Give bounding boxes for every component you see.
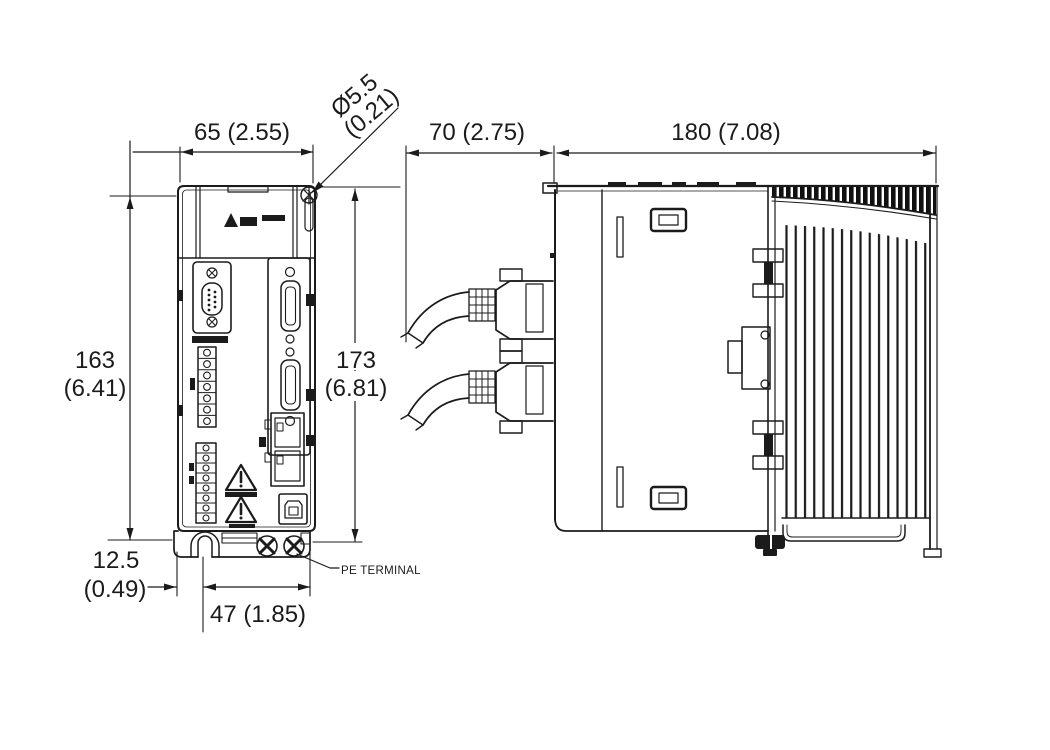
model-text-mark — [262, 215, 285, 221]
usb-port — [278, 493, 308, 525]
front-face-mark — [550, 253, 556, 258]
side-slot-upper — [649, 207, 688, 233]
dim-height-body-line1: 163 — [75, 347, 115, 374]
dim-offset-line2: (0.49) — [84, 576, 147, 603]
panel-screw — [285, 334, 295, 344]
grille-lower-curve-2 — [771, 200, 937, 220]
dim-height-body-line2: (6.41) — [64, 375, 127, 402]
bottom-edge — [554, 517, 769, 532]
dim-depth-label: 180 (7.08) — [671, 119, 780, 146]
side-slot-vertical-upper — [616, 216, 624, 258]
pe-screw — [283, 535, 305, 557]
top-notch — [227, 185, 269, 193]
cn1-connector — [280, 280, 301, 332]
delta-logo-icon — [224, 213, 257, 227]
extension-lines — [107, 144, 937, 633]
dim-height-total-line1: 173 — [336, 347, 376, 374]
warning-triangle-icon — [224, 463, 258, 492]
bottom-bracket-inner — [786, 524, 902, 538]
front-top-lip — [542, 182, 558, 194]
side-view — [400, 182, 942, 558]
front-view — [173, 185, 318, 558]
dim-bottom-width-label: 47 (1.85) — [210, 601, 306, 628]
cable-end — [400, 332, 424, 349]
cable-outer — [407, 373, 470, 416]
pe-screw — [256, 535, 278, 557]
mounting-block-screw — [760, 379, 770, 389]
din-clip-upper — [752, 248, 784, 298]
hole-leader-line — [313, 107, 399, 192]
db9-pins — [207, 288, 217, 312]
pe-terminal-label: PE TERMINAL — [341, 565, 421, 577]
caution-bar — [225, 492, 257, 497]
label-strip — [192, 336, 228, 343]
dim-width-label: 65 (2.55) — [194, 119, 290, 146]
pe-leader-line — [296, 553, 340, 569]
cable-end — [400, 414, 424, 431]
dim-front-clearance-label: 70 (2.75) — [429, 119, 525, 146]
terminal-block-upper — [190, 346, 217, 428]
connector-hood — [495, 362, 554, 422]
warning-triangle-icon — [224, 495, 258, 524]
connector-face-plate — [525, 283, 544, 333]
din-clip-lower — [752, 420, 784, 470]
mounting-slot — [197, 535, 213, 558]
strain-relief — [468, 288, 496, 322]
connector-face-plate — [525, 365, 544, 415]
strain-relief — [468, 370, 496, 404]
cn2-connector — [280, 359, 301, 411]
cable-inner — [422, 397, 470, 426]
dim-offset-line1: 12.5 — [93, 547, 140, 574]
mounting-block-screw — [760, 330, 770, 340]
side-tab — [306, 435, 314, 446]
ground-bolt — [755, 535, 785, 556]
heatsink-fins — [782, 225, 930, 518]
cable-connector-upper — [400, 268, 554, 352]
dim-height-total-line2: (6.81) — [325, 375, 388, 402]
top-vent-slits — [608, 182, 756, 187]
dimensions: 65 (2.55) Ø5.5 (0.21) 163 (6.41) 173 (6.… — [64, 69, 937, 633]
connector-hood — [495, 280, 554, 340]
panel-screw — [284, 415, 296, 427]
side-slot-lower-inner — [658, 492, 679, 504]
cable-inner — [422, 315, 470, 344]
side-tab — [177, 405, 183, 416]
mounting-slot-outer — [190, 531, 220, 558]
mounting-hole — [300, 185, 318, 232]
cable-connector-lower — [400, 350, 554, 434]
panel-screw — [284, 266, 296, 278]
grille-lower-curve — [771, 196, 937, 216]
side-tab — [177, 290, 183, 301]
mounting-block-tab — [727, 340, 743, 374]
side-slot-lower — [649, 485, 688, 511]
side-slot-upper-inner — [658, 214, 679, 226]
panel-screw — [285, 347, 295, 357]
io-panel — [267, 257, 311, 456]
rear-foot — [923, 548, 942, 558]
side-tab — [306, 389, 314, 401]
db9-connector — [192, 261, 232, 334]
rj45-ports — [259, 412, 305, 487]
bottom-flange — [173, 530, 311, 558]
bottom-bracket — [782, 524, 906, 542]
side-tab — [306, 294, 314, 306]
arrowheads — [126, 148, 935, 591]
text-backer — [321, 371, 391, 401]
terminal-block-lower — [189, 442, 217, 524]
caution-bar — [229, 524, 255, 528]
cable-outer — [407, 291, 470, 334]
side-slot-vertical-lower — [616, 466, 624, 508]
text-backer — [328, 343, 383, 370]
